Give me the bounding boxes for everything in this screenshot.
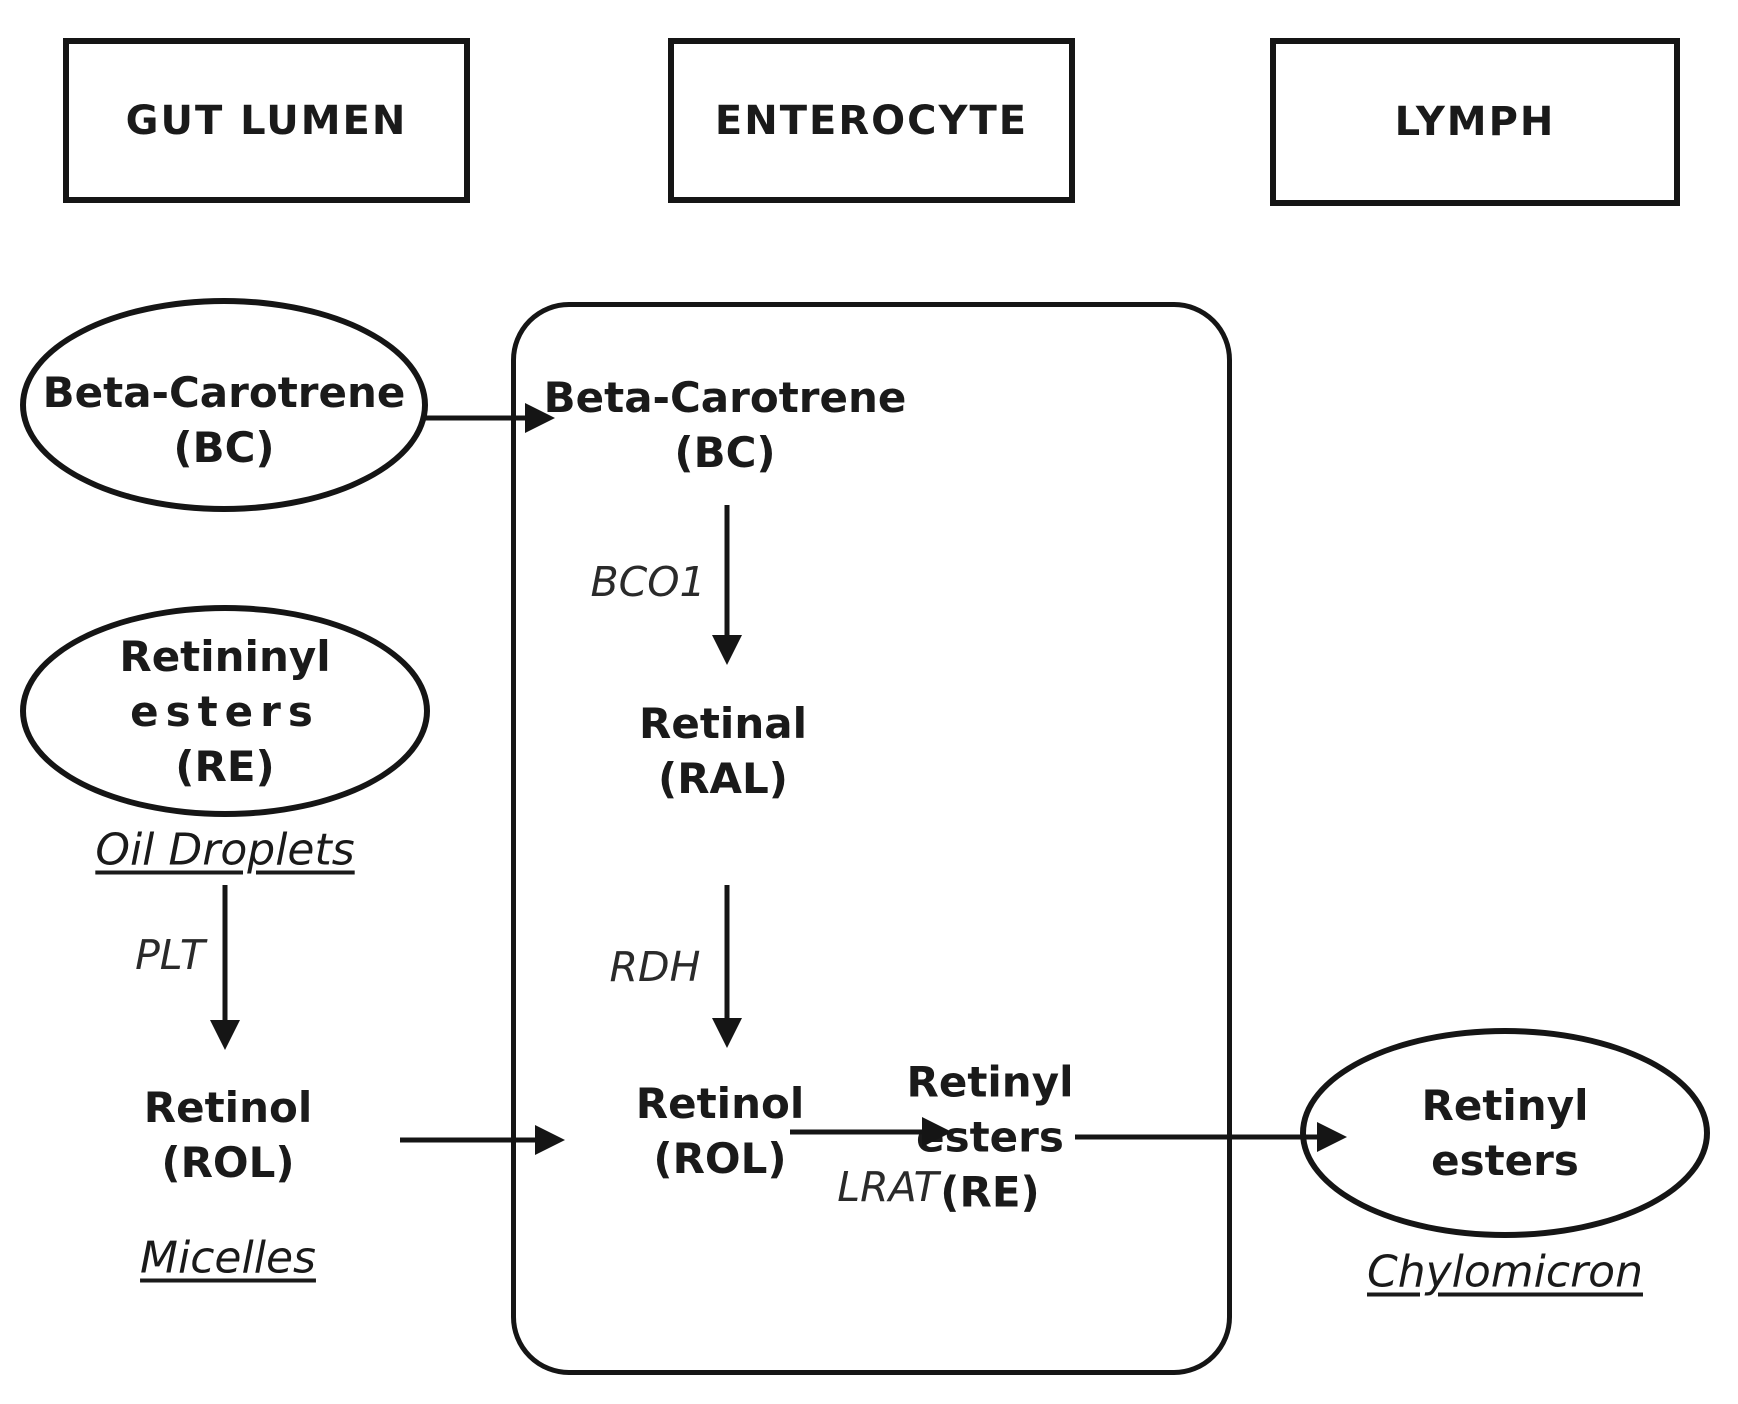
column-header-gut-lumen: GUT LUMEN: [63, 38, 470, 203]
column-header-label: ENTEROCYTE: [714, 97, 1029, 144]
node-line: Retinol: [143, 1083, 313, 1132]
node-line: (BC): [173, 423, 275, 472]
node-line: Beta-Carotrene: [42, 368, 406, 417]
column-header-enterocyte: ENTEROCYTE: [668, 38, 1075, 203]
node-line: (RE): [940, 1167, 1040, 1217]
ellipse-beta-carotene-gut: Beta-Carotrene (BC): [20, 298, 428, 512]
node-line: (BC): [674, 428, 776, 477]
node-retinol-gut: Retinol (ROL): [144, 1080, 312, 1190]
enterocyte-cell-outline: [511, 302, 1232, 1375]
node-line: esters: [1431, 1136, 1579, 1185]
node-retinol-enterocyte: Retinol (ROL): [636, 1076, 804, 1186]
node-retinal-enterocyte: Retinal (RAL): [639, 696, 807, 806]
carrier-label-micelles: Micelles: [140, 1232, 316, 1284]
node-line: (ROL): [161, 1138, 295, 1187]
node-line: Retinyl: [906, 1057, 1074, 1107]
carrier-label-oil-droplets: Oil Droplets: [95, 824, 355, 876]
node-line: (RE): [175, 741, 275, 791]
ellipse-retinyl-esters-lymph: Retinyl esters: [1300, 1028, 1710, 1238]
node-line: esters: [916, 1112, 1064, 1162]
ellipse-retinyl-esters-gut: Retininyl esters (RE): [20, 605, 430, 817]
node-line: esters: [130, 686, 320, 736]
node-beta-carotene-enterocyte: Beta-Carotrene (BC): [544, 370, 907, 480]
carrier-label-chylomicron: Chylomicron: [1367, 1246, 1643, 1298]
column-header-label: LYMPH: [1394, 99, 1556, 145]
enzyme-label-lrat: LRAT: [837, 1163, 939, 1211]
node-line: Retinyl: [1421, 1081, 1589, 1130]
column-header-label: GUT LUMEN: [125, 97, 408, 144]
node-line: (RAL): [657, 754, 788, 803]
enzyme-label-plt: PLT: [135, 931, 205, 979]
node-line: (ROL): [653, 1134, 787, 1183]
node-line: Retinol: [635, 1079, 805, 1128]
node-retinyl-esters-enterocyte: Retinyl esters (RE): [907, 1055, 1074, 1220]
node-line: Beta-Carotrene: [543, 373, 907, 422]
column-header-lymph: LYMPH: [1270, 38, 1680, 206]
enzyme-label-bco1: BCO1: [590, 558, 706, 606]
enzyme-label-rdh: RDH: [609, 943, 701, 991]
node-line: Retininyl: [119, 631, 331, 681]
node-line: Retinal: [639, 699, 807, 748]
